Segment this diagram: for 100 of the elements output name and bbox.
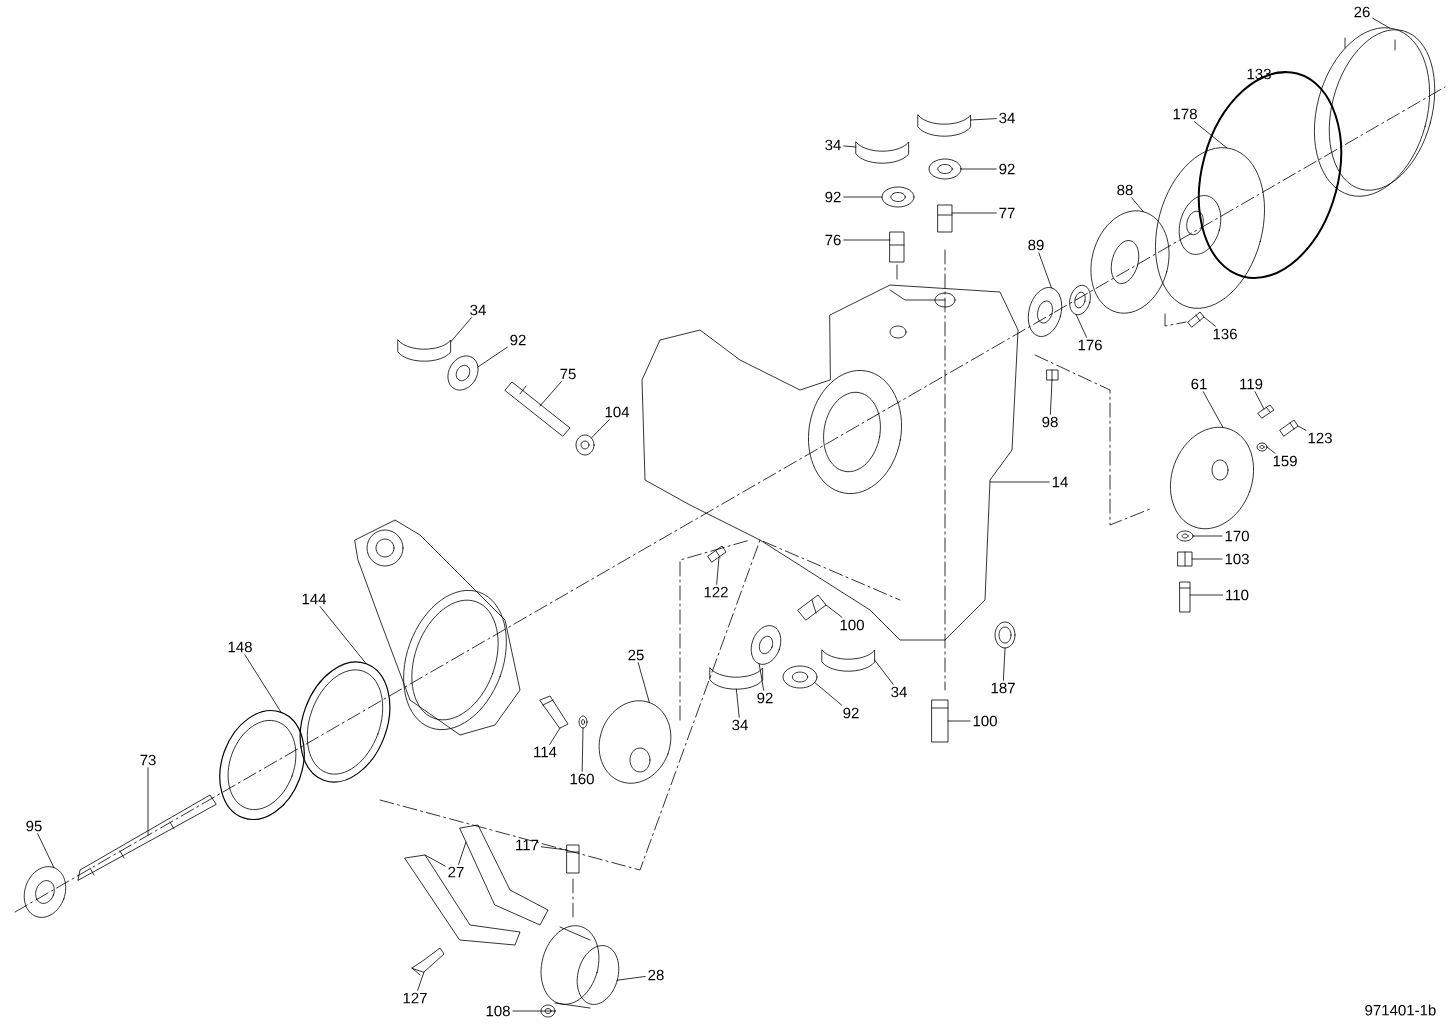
disc (1155, 147, 1265, 309)
callout-number: 119 (1240, 378, 1263, 390)
callout-number: 148 (228, 641, 252, 653)
callout-number: 144 (302, 593, 327, 605)
callout-number: 92 (510, 334, 526, 346)
leader-line (1192, 535, 1223, 537)
bolt (707, 545, 727, 563)
leader-line (540, 846, 568, 851)
leader-line (735, 688, 740, 718)
leader-line (1194, 121, 1228, 149)
bearing (750, 625, 782, 665)
bearing (782, 665, 818, 689)
leader-line (417, 971, 425, 991)
callout-number: 117 (516, 839, 539, 851)
callout-number: 98 (1042, 416, 1058, 428)
leader-line (947, 720, 971, 722)
leader-line (1202, 391, 1224, 428)
leader-line (716, 556, 720, 585)
nut (575, 434, 595, 456)
shaft (504, 381, 571, 437)
callout-number: 100 (840, 619, 864, 631)
callout-number: 100 (973, 715, 997, 727)
callout-number: 88 (1117, 184, 1133, 196)
callout-number: 136 (1213, 328, 1237, 340)
leader-line (1254, 391, 1265, 410)
plug (994, 621, 1016, 649)
leader-line (1038, 252, 1052, 289)
bolt (1179, 581, 1191, 613)
leader-line (319, 606, 367, 665)
leader-line (843, 196, 883, 198)
bearing (447, 355, 479, 391)
callout-number: 178 (1173, 108, 1197, 120)
leader-line (874, 659, 894, 685)
callout-number: 14 (1052, 476, 1068, 488)
callout-number: 73 (140, 754, 156, 766)
retaining-clip (397, 339, 452, 362)
leader-line (1003, 647, 1006, 681)
bearing (928, 158, 962, 180)
leader-line (539, 381, 562, 407)
leader-line (814, 682, 843, 706)
circlip (219, 710, 305, 820)
callout-number: 123 (1308, 432, 1332, 444)
leader-line (960, 168, 997, 170)
leader-line (450, 317, 472, 343)
leader-line (1189, 594, 1224, 596)
leader-line (1297, 425, 1307, 431)
leader-line (37, 833, 55, 868)
callout-number: 122 (704, 586, 728, 598)
callout-number: 89 (1028, 239, 1044, 251)
callout-number: 108 (486, 1005, 510, 1017)
bolt (1279, 419, 1299, 437)
retaining-clip (917, 114, 972, 137)
callout-number: 25 (628, 649, 644, 661)
pin (1046, 369, 1059, 381)
bolt (566, 844, 580, 919)
callout-number: 160 (570, 773, 594, 785)
leader-line (616, 976, 646, 981)
callout-number: 28 (648, 969, 664, 981)
bearing (23, 866, 67, 918)
callout-number: 114 (534, 746, 557, 758)
callout-number: 110 (1226, 589, 1249, 601)
callout-number: 75 (560, 368, 576, 380)
gasket (1090, 210, 1170, 314)
drawing-number: 971401-1b (1365, 1004, 1436, 1016)
leader-line (424, 854, 446, 867)
callout-number: 103 (1225, 553, 1249, 565)
callout-number: 92 (999, 163, 1015, 175)
cover (1314, 27, 1436, 197)
seal-ring (299, 661, 391, 783)
bolt (1257, 404, 1275, 419)
washer (578, 715, 588, 729)
callout-number: 34 (891, 686, 907, 698)
callout-number: 176 (1078, 339, 1102, 351)
nut (1177, 551, 1193, 567)
leader-line (1273, 72, 1292, 74)
leader-line (1203, 316, 1216, 327)
callout-number: 92 (825, 191, 841, 203)
leader-line (1266, 446, 1276, 454)
callout-number: 27 (448, 866, 464, 878)
bearing-housing (598, 700, 672, 784)
leader-line (1191, 558, 1223, 560)
leader-line (477, 346, 508, 368)
nut (540, 1004, 556, 1018)
leader-line (581, 727, 584, 772)
pin (889, 231, 905, 281)
washer (1176, 530, 1194, 542)
callout-number: 34 (470, 304, 486, 316)
leader-line (458, 841, 467, 865)
pin (931, 699, 949, 743)
gear-segment (404, 854, 521, 946)
callout-number: 34 (825, 139, 841, 151)
callout-number: 95 (26, 820, 42, 832)
callout-number: 76 (825, 234, 841, 246)
shaft (77, 794, 217, 881)
leader-line (590, 419, 610, 439)
leader-line (1372, 17, 1390, 29)
leader-line (549, 727, 561, 745)
leader-line (512, 1010, 556, 1012)
leader-line (244, 654, 282, 713)
leader-line (1075, 314, 1087, 338)
